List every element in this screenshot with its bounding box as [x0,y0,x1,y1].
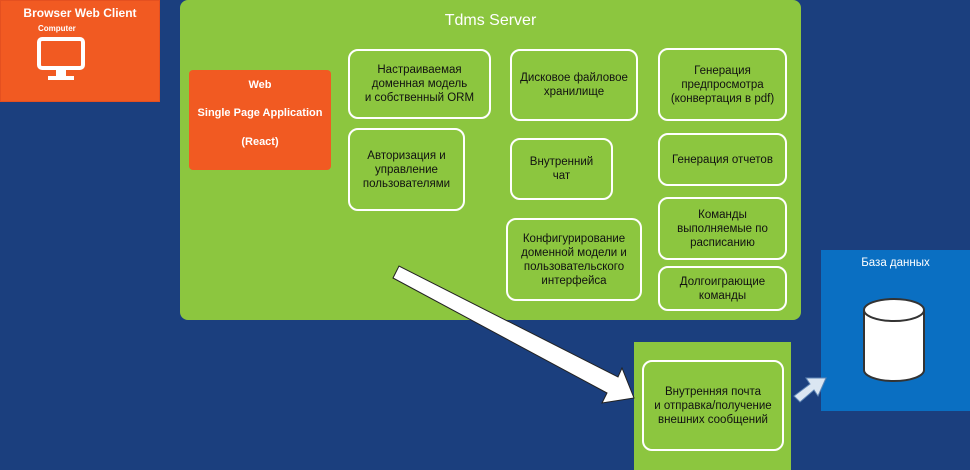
mail-box: Внутренняя почта и отправка/получение вн… [642,360,784,451]
monitor-icon [37,37,85,80]
server-to-mail-arrow [392,265,635,404]
auth-box: Авторизация и управление пользователями [348,128,465,211]
reports-box: Генерация отчетов [658,133,787,186]
spa-line-1: Web [248,79,272,91]
long-running-box: Долгоиграющие команды [658,266,787,311]
config-box: Конфигурирование доменной модели и польз… [506,218,642,301]
database-icon [863,298,925,382]
server-title: Tdms Server [444,12,537,29]
client-subtitle: Computer [38,24,76,33]
client-title: Browser Web Client [23,6,137,20]
spa-line-2: Single Page Application [197,107,323,119]
browser-client-panel [0,0,160,102]
chat-box: Внутренний чат [510,138,613,200]
preview-box: Генерация предпросмотра (конвертация в p… [658,48,787,121]
scheduled-box: Команды выполняемые по расписанию [658,197,787,260]
mail-to-db-arrow [793,377,827,403]
spa-box: Web Single Page Application (React) [189,70,331,170]
spa-line-3: (React) [241,136,279,148]
file-storage-box: Дисковое файловое хранилище [510,49,638,121]
database-title: База данных [861,257,930,269]
domain-model-box: Настраиваемая доменная модель и собствен… [348,49,491,119]
